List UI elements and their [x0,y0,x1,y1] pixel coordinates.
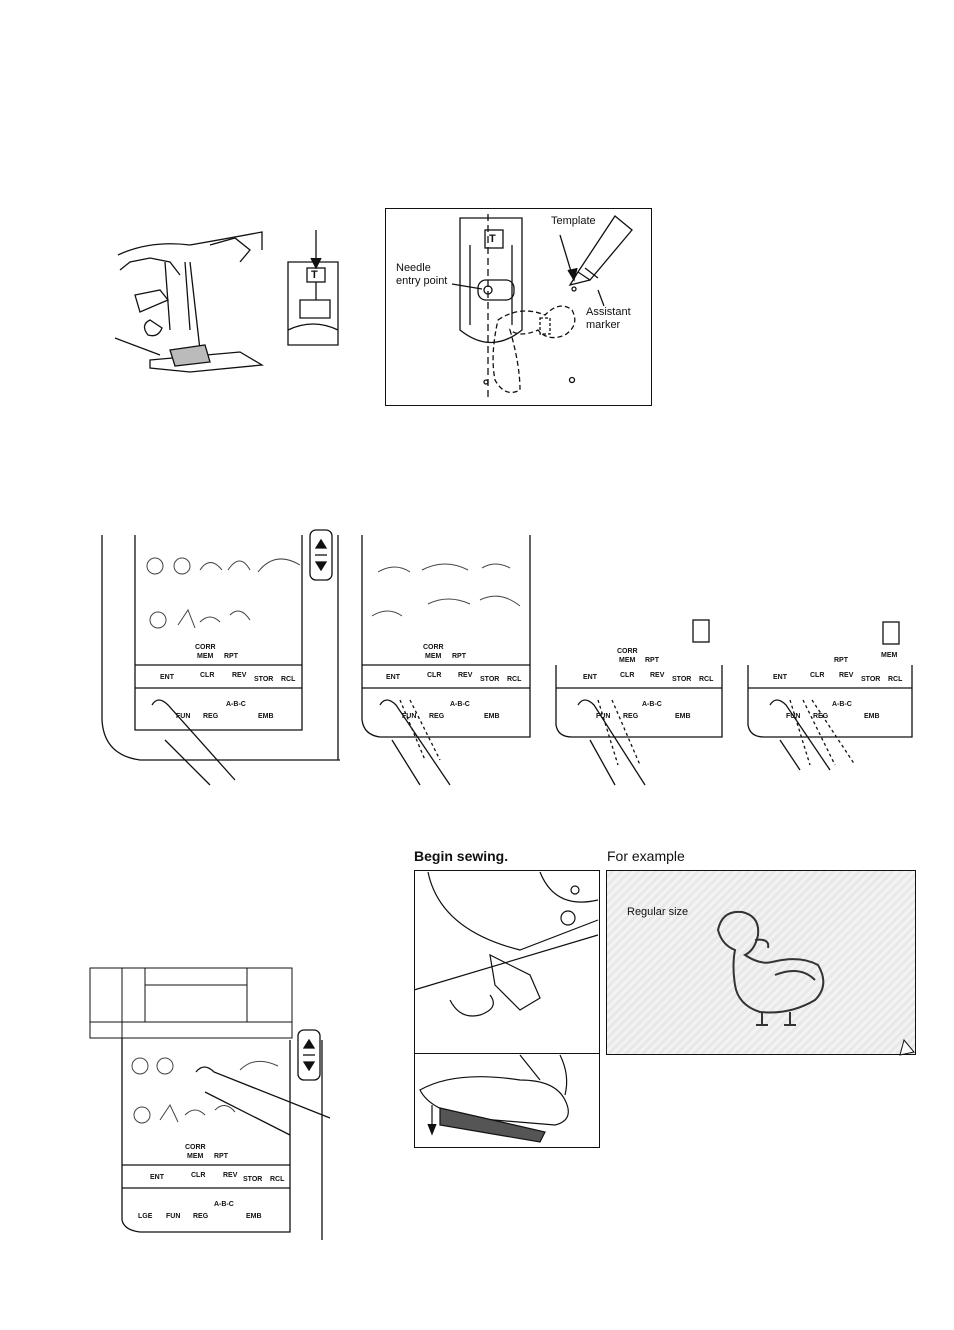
panel-4-clr[interactable]: CLR [810,672,825,679]
panel-2-corr[interactable]: CORR [423,644,444,651]
panel-4-ent[interactable]: ENT [773,674,787,681]
assistant-marker-label-line2: marker [586,319,621,331]
panel-2-rcl[interactable]: RCL [507,676,522,683]
panel-1-rcl[interactable]: RCL [281,676,296,683]
panel-5-rev[interactable]: REV [223,1172,238,1179]
panel-3-ent[interactable]: ENT [583,674,597,681]
panel-2-emb[interactable]: EMB [484,713,500,720]
sewing-divider [414,1053,599,1054]
panel-3-reg[interactable]: REG [623,713,639,720]
needle-entry-label-line1: Needle [396,262,431,274]
panel-2-stor[interactable]: STOR [480,676,500,683]
panel-4-rev[interactable]: REV [839,672,854,679]
panel-2-clr[interactable]: CLR [427,672,442,679]
panel-2-fun[interactable]: FUN [402,713,417,720]
panel-3-rcl[interactable]: RCL [699,676,714,683]
panel-1-reg[interactable]: REG [203,713,219,720]
panel-3-mem[interactable]: MEM [619,657,636,664]
panel-2-rpt[interactable]: RPT [452,653,466,660]
panel-3-rev[interactable]: REV [650,672,665,679]
panel-4-rpt[interactable]: RPT [834,657,848,664]
panel-4-stor[interactable]: STOR [861,676,881,683]
panel-1-emb[interactable]: EMB [258,713,274,720]
panel-4-rcl[interactable]: RCL [888,676,903,683]
panel-2-mem[interactable]: MEM [425,653,442,660]
begin-sewing-heading: Begin sewing. [414,848,509,864]
panel-3-clr[interactable]: CLR [620,672,635,679]
foot-letter-t: T [311,269,318,281]
panel-3-abc[interactable]: A-B-C [642,701,662,708]
panel-2-reg[interactable]: REG [429,713,445,720]
panel-3-fun[interactable]: FUN [596,713,611,720]
panel-5-ent[interactable]: ENT [150,1174,164,1181]
panel-5-stor[interactable]: STOR [243,1176,263,1183]
panel-5-reg[interactable]: REG [193,1213,209,1220]
panel-5-corr[interactable]: CORR [185,1144,206,1151]
regular-size-caption: Regular size [627,906,689,918]
panel-1-abc[interactable]: A-B-C [226,701,246,708]
needle-entry-label-line2: entry point [396,275,448,287]
panel-1-rev[interactable]: REV [232,672,247,679]
assistant-marker-label-line1: Assistant [586,306,631,318]
template-figure-frame [385,208,652,406]
panel-5-rpt[interactable]: RPT [214,1153,228,1160]
template-label: Template [551,215,596,227]
panel-1-clr[interactable]: CLR [200,672,215,679]
panel-4-mem[interactable]: MEM [881,652,898,659]
panel-1-ent[interactable]: ENT [160,674,174,681]
panel-3-emb[interactable]: EMB [675,713,691,720]
panel-4-abc[interactable]: A-B-C [832,701,852,708]
panel-5-fun[interactable]: FUN [166,1213,181,1220]
panel-4-emb[interactable]: EMB [864,713,880,720]
panel-4-fun[interactable]: FUN [786,713,801,720]
panel-2-rev[interactable]: REV [458,672,473,679]
panel-5-abc[interactable]: A-B-C [214,1201,234,1208]
panel-1-mem[interactable]: MEM [197,653,214,660]
panel-1-fun[interactable]: FUN [176,713,191,720]
panel-5-rcl[interactable]: RCL [270,1176,285,1183]
panel-1-corr[interactable]: CORR [195,644,216,651]
panel-4-reg[interactable]: REG [813,713,829,720]
example-heading: For example [607,848,685,864]
panel-5-lge[interactable]: LGE [138,1213,153,1220]
panel-2-abc[interactable]: A-B-C [450,701,470,708]
panel-3-stor[interactable]: STOR [672,676,692,683]
panel-1-rpt[interactable]: RPT [224,653,238,660]
panel-5-clr[interactable]: CLR [191,1172,206,1179]
panel-1-stor[interactable]: STOR [254,676,274,683]
template-foot-letter: T [489,233,496,245]
panel-3-rpt[interactable]: RPT [645,657,659,664]
panel-3-corr[interactable]: CORR [617,648,638,655]
sewing-frame [414,870,600,1148]
panel-2-ent[interactable]: ENT [386,674,400,681]
panel-5-mem[interactable]: MEM [187,1153,204,1160]
panel-5-emb[interactable]: EMB [246,1213,262,1220]
